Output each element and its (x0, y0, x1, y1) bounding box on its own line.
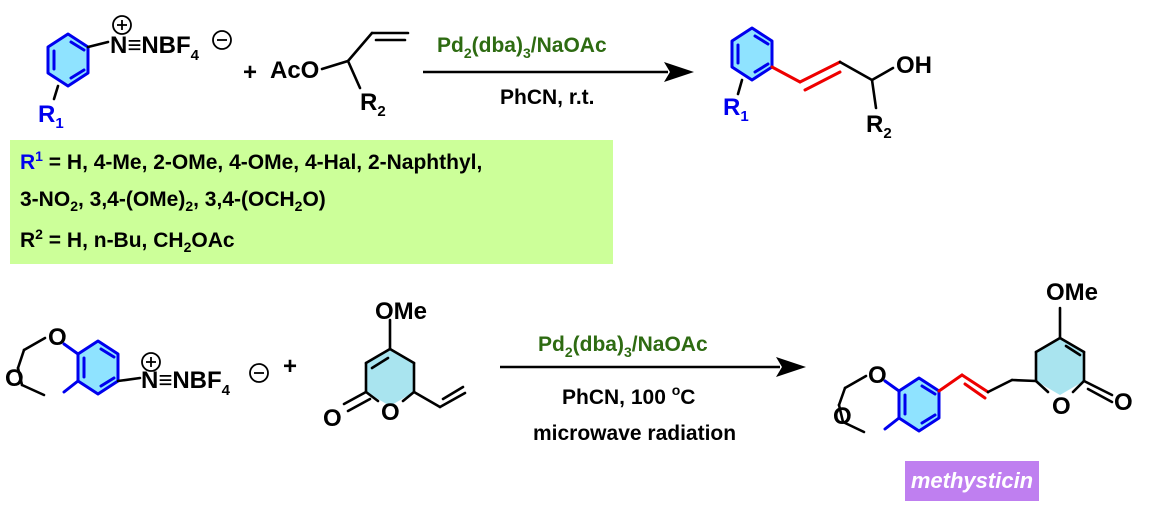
r1-scope-sub3: 2 (294, 198, 303, 215)
ring-oxygen-label-1: O (381, 399, 400, 426)
solvent-label-1: PhCN, r.t. (500, 86, 595, 109)
r2-scope-sub: 2 (183, 239, 192, 256)
r1-scope-line: R1 = H, 4-Me, 2-OMe, 4-OMe, 4-Hal, 2-Nap… (20, 148, 482, 175)
microwave-condition-label: microwave radiation (533, 422, 736, 445)
r1-label: R1 (38, 101, 64, 132)
negative-charge-icon (212, 30, 232, 50)
carbonyl-oxygen-label-1: O (323, 405, 342, 432)
r1-scope-c: , 3,4-(OCH (193, 188, 295, 211)
positive-charge-icon-2 (141, 352, 161, 372)
plus-sign-1: + (243, 59, 257, 86)
r2-scope-sup: 2 (35, 226, 43, 242)
new-cc-bond-2 (937, 373, 964, 393)
methysticin-product: O O OMe O O (833, 279, 1133, 434)
r1-scope-b: , 3,4-(OMe) (77, 188, 186, 211)
methoxy-label-1: OMe (375, 298, 427, 325)
catalyst-label-2: Pd2(dba)3/NaOAc (538, 333, 708, 360)
product-name-tag: methysticin (905, 461, 1039, 501)
negative-charge-icon-2 (249, 363, 269, 383)
product-r1-label: R1 (723, 94, 749, 125)
r1-scope-d: O) (302, 188, 326, 211)
r1-scope-head: R (20, 151, 36, 174)
product-dioxole-oxygen-top: O (868, 362, 887, 389)
r1-scope-sub1: 2 (70, 198, 78, 215)
reaction-arrow-2: Pd2(dba)3/NaOAc PhCN, 100 oC microwave r… (500, 333, 806, 445)
dihydropyranone-reactant: OMe O O (323, 298, 467, 432)
hydroxyl-label: OH (896, 52, 932, 79)
r2-scope-head: R (20, 229, 36, 252)
r1-scope-sup: 1 (35, 148, 43, 164)
diazonium-group-label-2: N≡NBF4 (141, 367, 231, 399)
lactone-ring-highlight-2 (1036, 338, 1084, 395)
solvent-label-2: PhCN, 100 oC (562, 382, 695, 409)
dioxole-oxygen-top: O (48, 324, 67, 351)
ring-oxygen-label-2: O (1052, 393, 1071, 420)
substituent-scope-box: R1 = H, 4-Me, 2-OMe, 4-OMe, 4-Hal, 2-Nap… (10, 140, 613, 264)
r2-scope-tail: OAc (191, 229, 235, 252)
r2-scope-line: R2 = H, n-Bu, CH2OAc (20, 226, 235, 255)
diazonium-group-label: N≡NBF4 (110, 32, 200, 64)
new-cc-bond-1 (770, 65, 802, 84)
positive-charge-icon (112, 15, 132, 35)
catalyst-label-1: Pd2(dba)3/NaOAc (437, 34, 607, 61)
product-dioxole-oxygen-bottom: O (833, 403, 852, 430)
r1-scope-text: = H, 4-Me, 2-OMe, 4-OMe, 4-Hal, 2-Naphth… (42, 151, 483, 174)
acetoxy-label: AcO (270, 57, 319, 84)
r2-label: R2 (360, 89, 386, 120)
r1-scope-a: 3-NO (20, 188, 71, 211)
benzodioxole-diazonium-reactant: O O N≡NBF4 (5, 324, 269, 399)
plus-sign-2: + (283, 353, 297, 380)
methoxy-label-2: OMe (1046, 279, 1098, 306)
allyl-acetate-reactant: AcO R2 (270, 31, 410, 120)
r1-scope-sub2: 2 (185, 198, 194, 215)
aryldiazonium-reactant: N≡NBF4 R1 (38, 15, 232, 132)
dioxole-oxygen-bottom: O (5, 365, 24, 392)
allylic-alcohol-product: R1 OH R2 (723, 26, 932, 142)
reaction-arrow-1: Pd2(dba)3/NaOAc PhCN, r.t. (423, 34, 694, 109)
carbonyl-oxygen-label-2: O (1114, 389, 1133, 416)
r1-scope-line-2: 3-NO2, 3,4-(OMe)2, 3,4-(OCH2O) (20, 188, 326, 214)
product-r2-label: R2 (866, 111, 892, 142)
r2-scope-text: = H, n-Bu, CH (42, 229, 184, 252)
